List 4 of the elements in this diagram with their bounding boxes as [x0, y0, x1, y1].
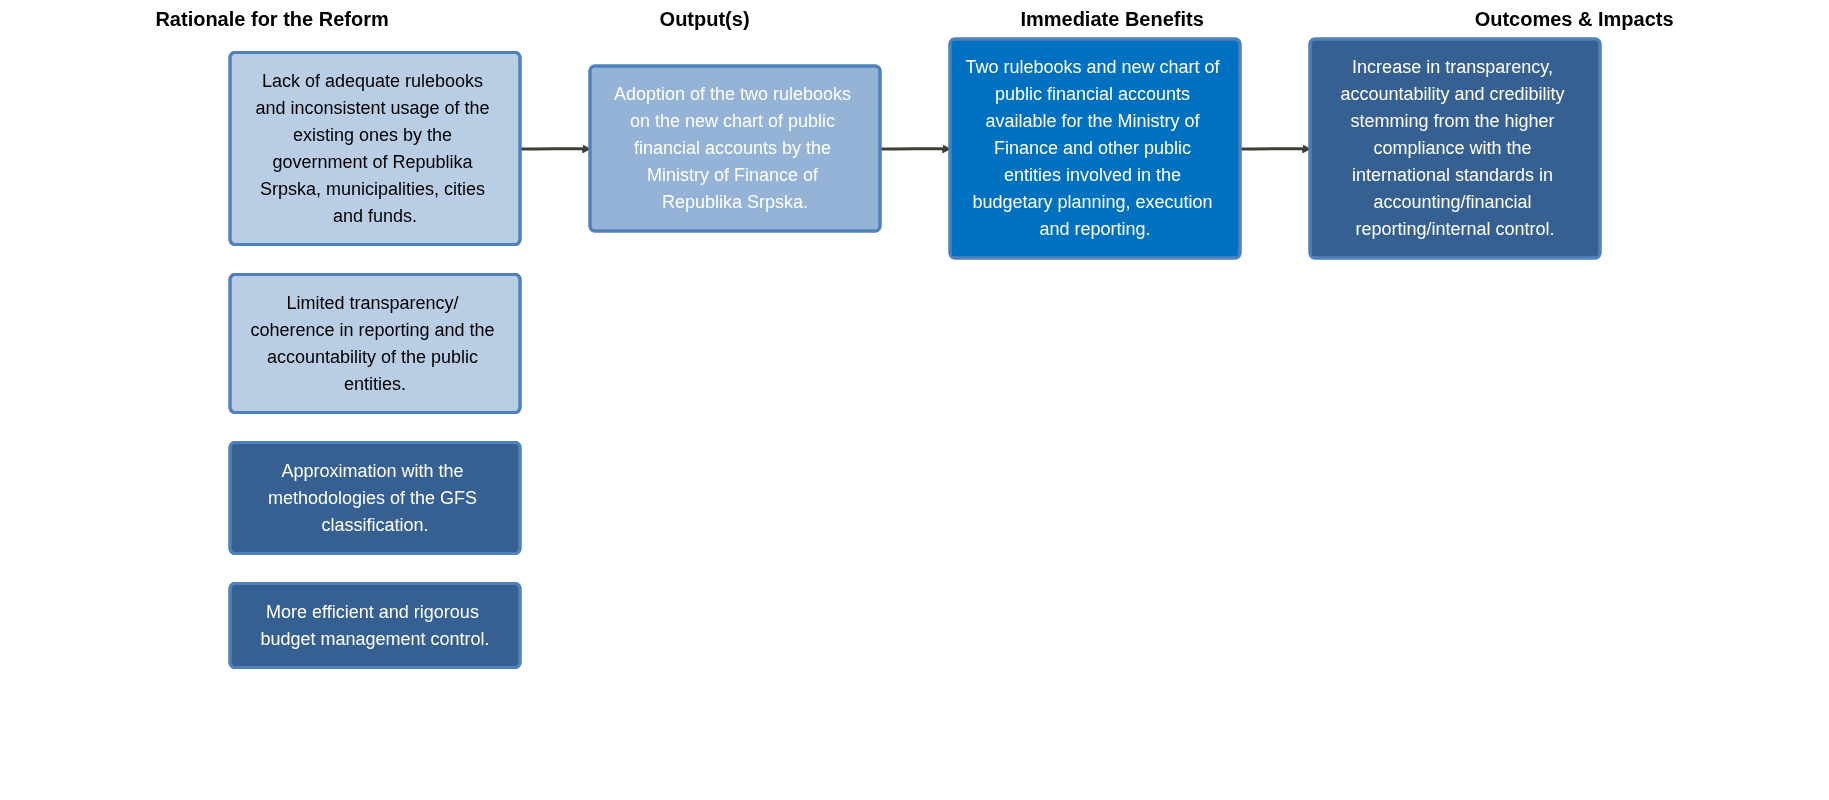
column-heading: Rationale for the Reform	[155, 8, 389, 31]
column-heading: Output(s)	[659, 8, 750, 31]
column-heading: Immediate Benefits	[1020, 8, 1204, 31]
column-heading: Outcomes & Impacts	[1474, 8, 1674, 31]
